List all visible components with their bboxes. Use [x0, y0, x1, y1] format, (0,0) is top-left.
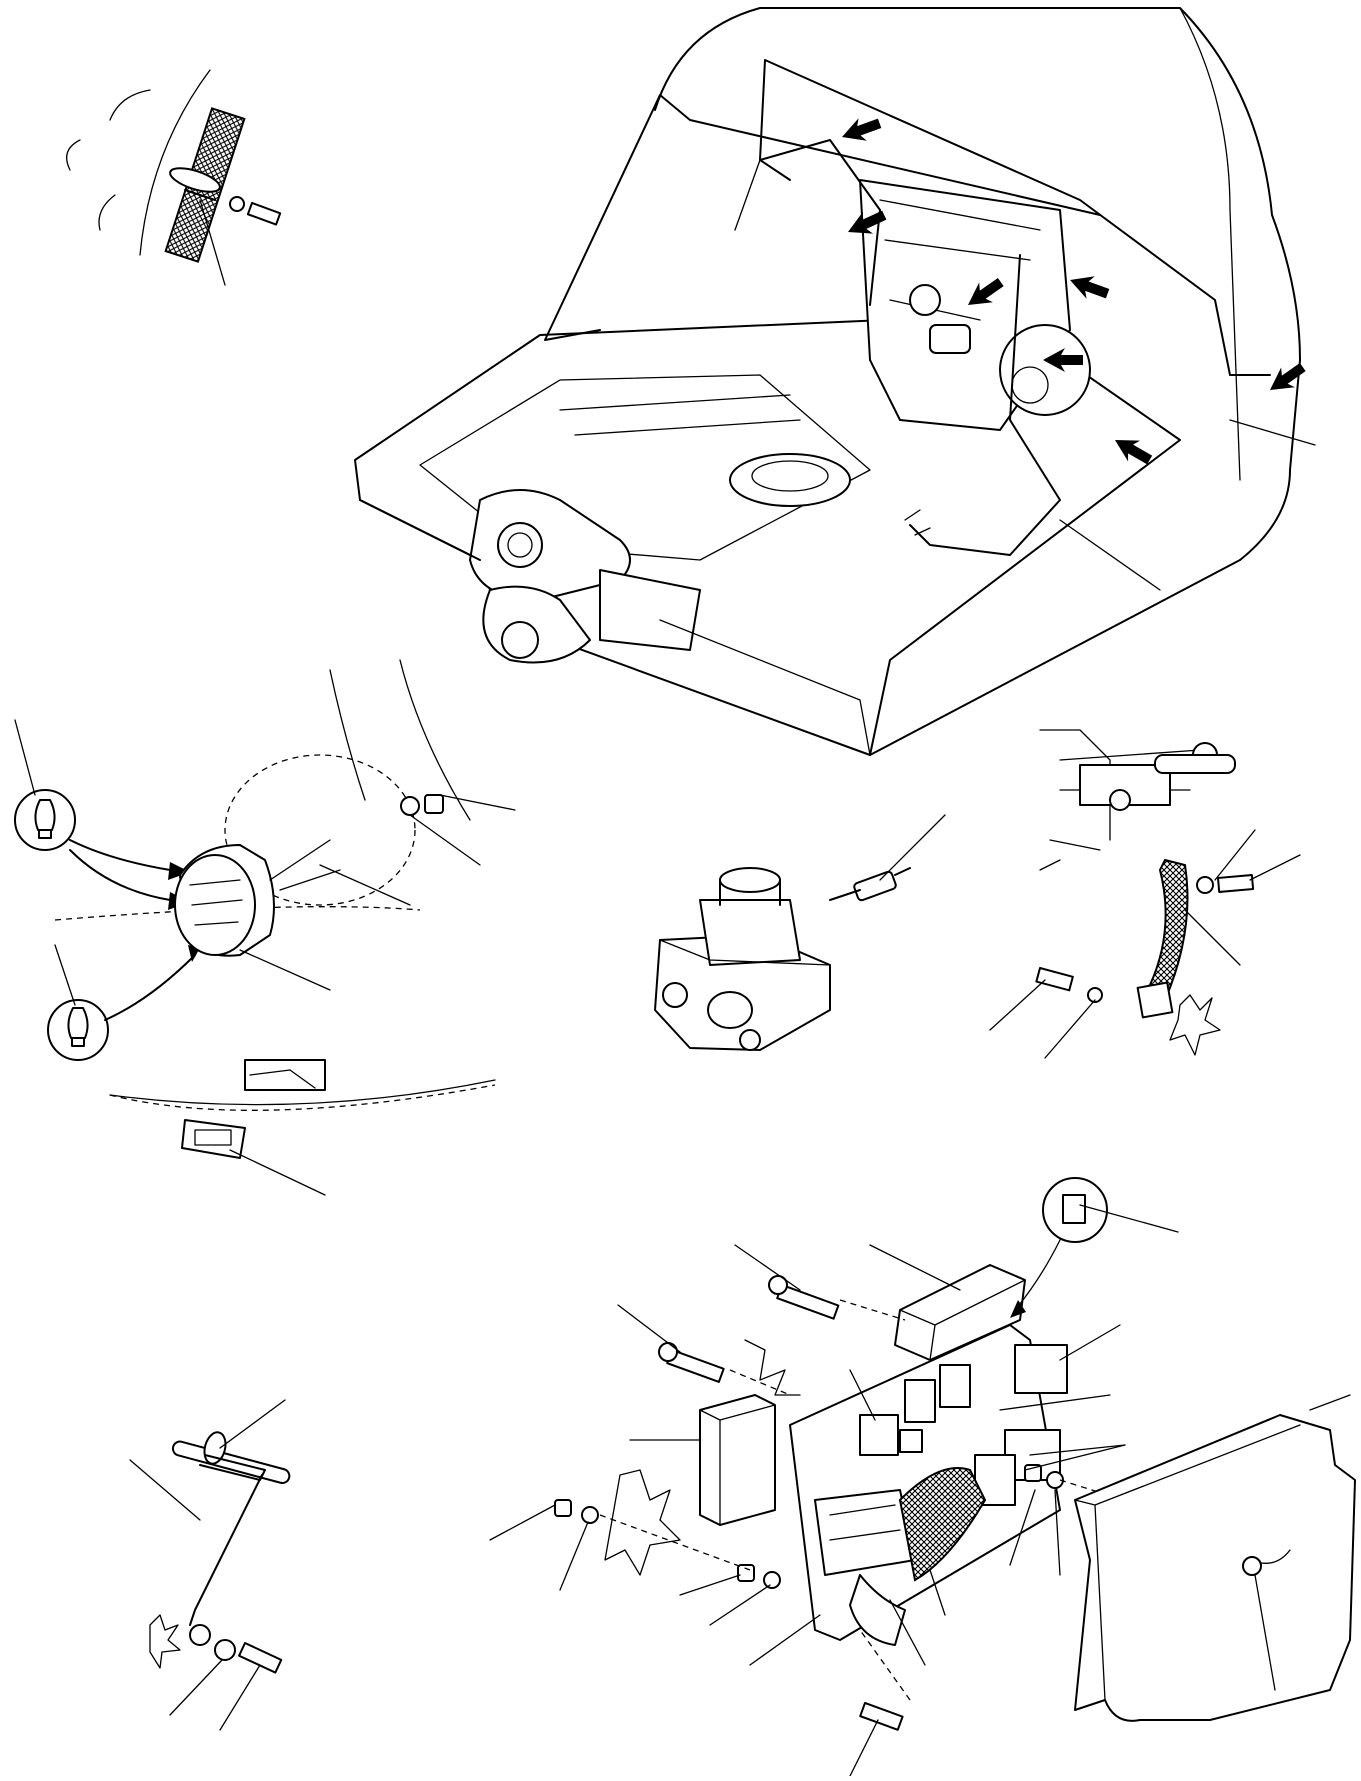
leader-line — [1029, 1444, 1126, 1456]
bolt — [1035, 967, 1074, 992]
lamp-lens — [174, 854, 256, 956]
leader-line — [1229, 419, 1316, 446]
fuse — [939, 1364, 971, 1408]
leader-line — [679, 1574, 741, 1596]
nut — [737, 1564, 755, 1582]
detail-circle — [224, 754, 416, 906]
fuse — [899, 1429, 923, 1453]
washer — [214, 1639, 236, 1661]
pressure-switch — [853, 870, 897, 902]
leader-line — [929, 1569, 946, 1616]
arrow-icon — [837, 112, 884, 149]
leader-line — [129, 1459, 201, 1521]
washer — [1087, 987, 1103, 1003]
leader-line — [439, 794, 516, 811]
boom-mount-upper — [469, 489, 631, 601]
leader-line — [879, 814, 946, 881]
brake-valve-detail — [654, 814, 946, 1051]
hose-clamp — [169, 167, 221, 193]
washer — [229, 196, 245, 212]
relay — [1014, 1344, 1068, 1394]
washer — [581, 1506, 599, 1524]
leader-line — [1214, 829, 1256, 881]
counterweight — [654, 7, 1301, 561]
leader-line — [709, 1584, 771, 1626]
leader-line — [219, 1664, 261, 1731]
leader-line — [14, 719, 36, 796]
leader-line — [219, 1399, 286, 1449]
leader-line — [889, 1599, 926, 1666]
leader-line — [1059, 519, 1161, 591]
ground-strap-detail — [989, 729, 1301, 1059]
leader-line — [849, 1369, 876, 1421]
leader-line — [239, 949, 331, 991]
leader-line — [1184, 909, 1241, 966]
nut — [554, 1499, 572, 1517]
wire-harness — [898, 1467, 987, 1582]
leader-line — [1249, 854, 1301, 881]
leader-line — [1254, 1574, 1276, 1691]
leader-line — [54, 944, 76, 1006]
broken-edge — [149, 1614, 181, 1669]
leader-line — [1059, 1324, 1121, 1361]
bolt — [246, 202, 282, 226]
leader-line — [849, 1719, 879, 1777]
washer — [189, 1624, 211, 1646]
broken-edge — [604, 1469, 681, 1576]
fuse — [904, 1379, 936, 1423]
broken-edge — [744, 1339, 801, 1396]
relay — [859, 1414, 899, 1456]
bolt — [238, 1642, 283, 1674]
leader-line — [734, 159, 761, 231]
bolt — [859, 1701, 904, 1731]
bulb-icon — [34, 799, 56, 831]
leader-line — [617, 1304, 681, 1353]
leader-line — [1079, 1204, 1179, 1233]
washer — [400, 796, 420, 816]
broken-edge — [1169, 994, 1221, 1056]
leader-line — [169, 1659, 223, 1716]
leader-line — [319, 864, 411, 906]
fuse-relay-box-detail — [489, 1177, 1356, 1777]
swing-bearing — [729, 453, 851, 507]
nut — [424, 794, 444, 814]
machine-frame-assembly — [354, 7, 1316, 756]
leader-line — [749, 1614, 821, 1666]
protective-cover — [1074, 1414, 1356, 1722]
leader-line — [1009, 1489, 1036, 1566]
washer — [1046, 1471, 1064, 1489]
arrow-icon — [1065, 268, 1112, 305]
leader-line — [199, 199, 226, 286]
harness-bracket-detail — [129, 1399, 291, 1731]
flasher-unit — [699, 1394, 776, 1526]
leader-line — [229, 1149, 326, 1196]
leader-line — [869, 1244, 961, 1291]
bulb-icon — [67, 1007, 89, 1039]
plate — [244, 1059, 326, 1091]
bolt — [1217, 874, 1255, 893]
leader-line — [1044, 999, 1096, 1059]
boom-mount-lower — [482, 585, 591, 664]
leader-line — [489, 1504, 556, 1541]
leader-line — [989, 979, 1046, 1031]
flywheel — [999, 324, 1091, 416]
arrow-icon — [1263, 357, 1310, 400]
leader-line — [409, 814, 481, 866]
leader-line — [1054, 1489, 1061, 1576]
leader-line — [1024, 1444, 1126, 1471]
leader-line — [999, 1394, 1111, 1411]
leader-line — [1309, 1394, 1351, 1411]
washer — [1196, 876, 1214, 894]
leader-line — [734, 1244, 801, 1291]
hose-clamp-detail — [66, 69, 282, 286]
leader-line — [559, 1521, 589, 1591]
rear-lamp-detail — [14, 659, 516, 1196]
washer — [763, 1571, 781, 1589]
